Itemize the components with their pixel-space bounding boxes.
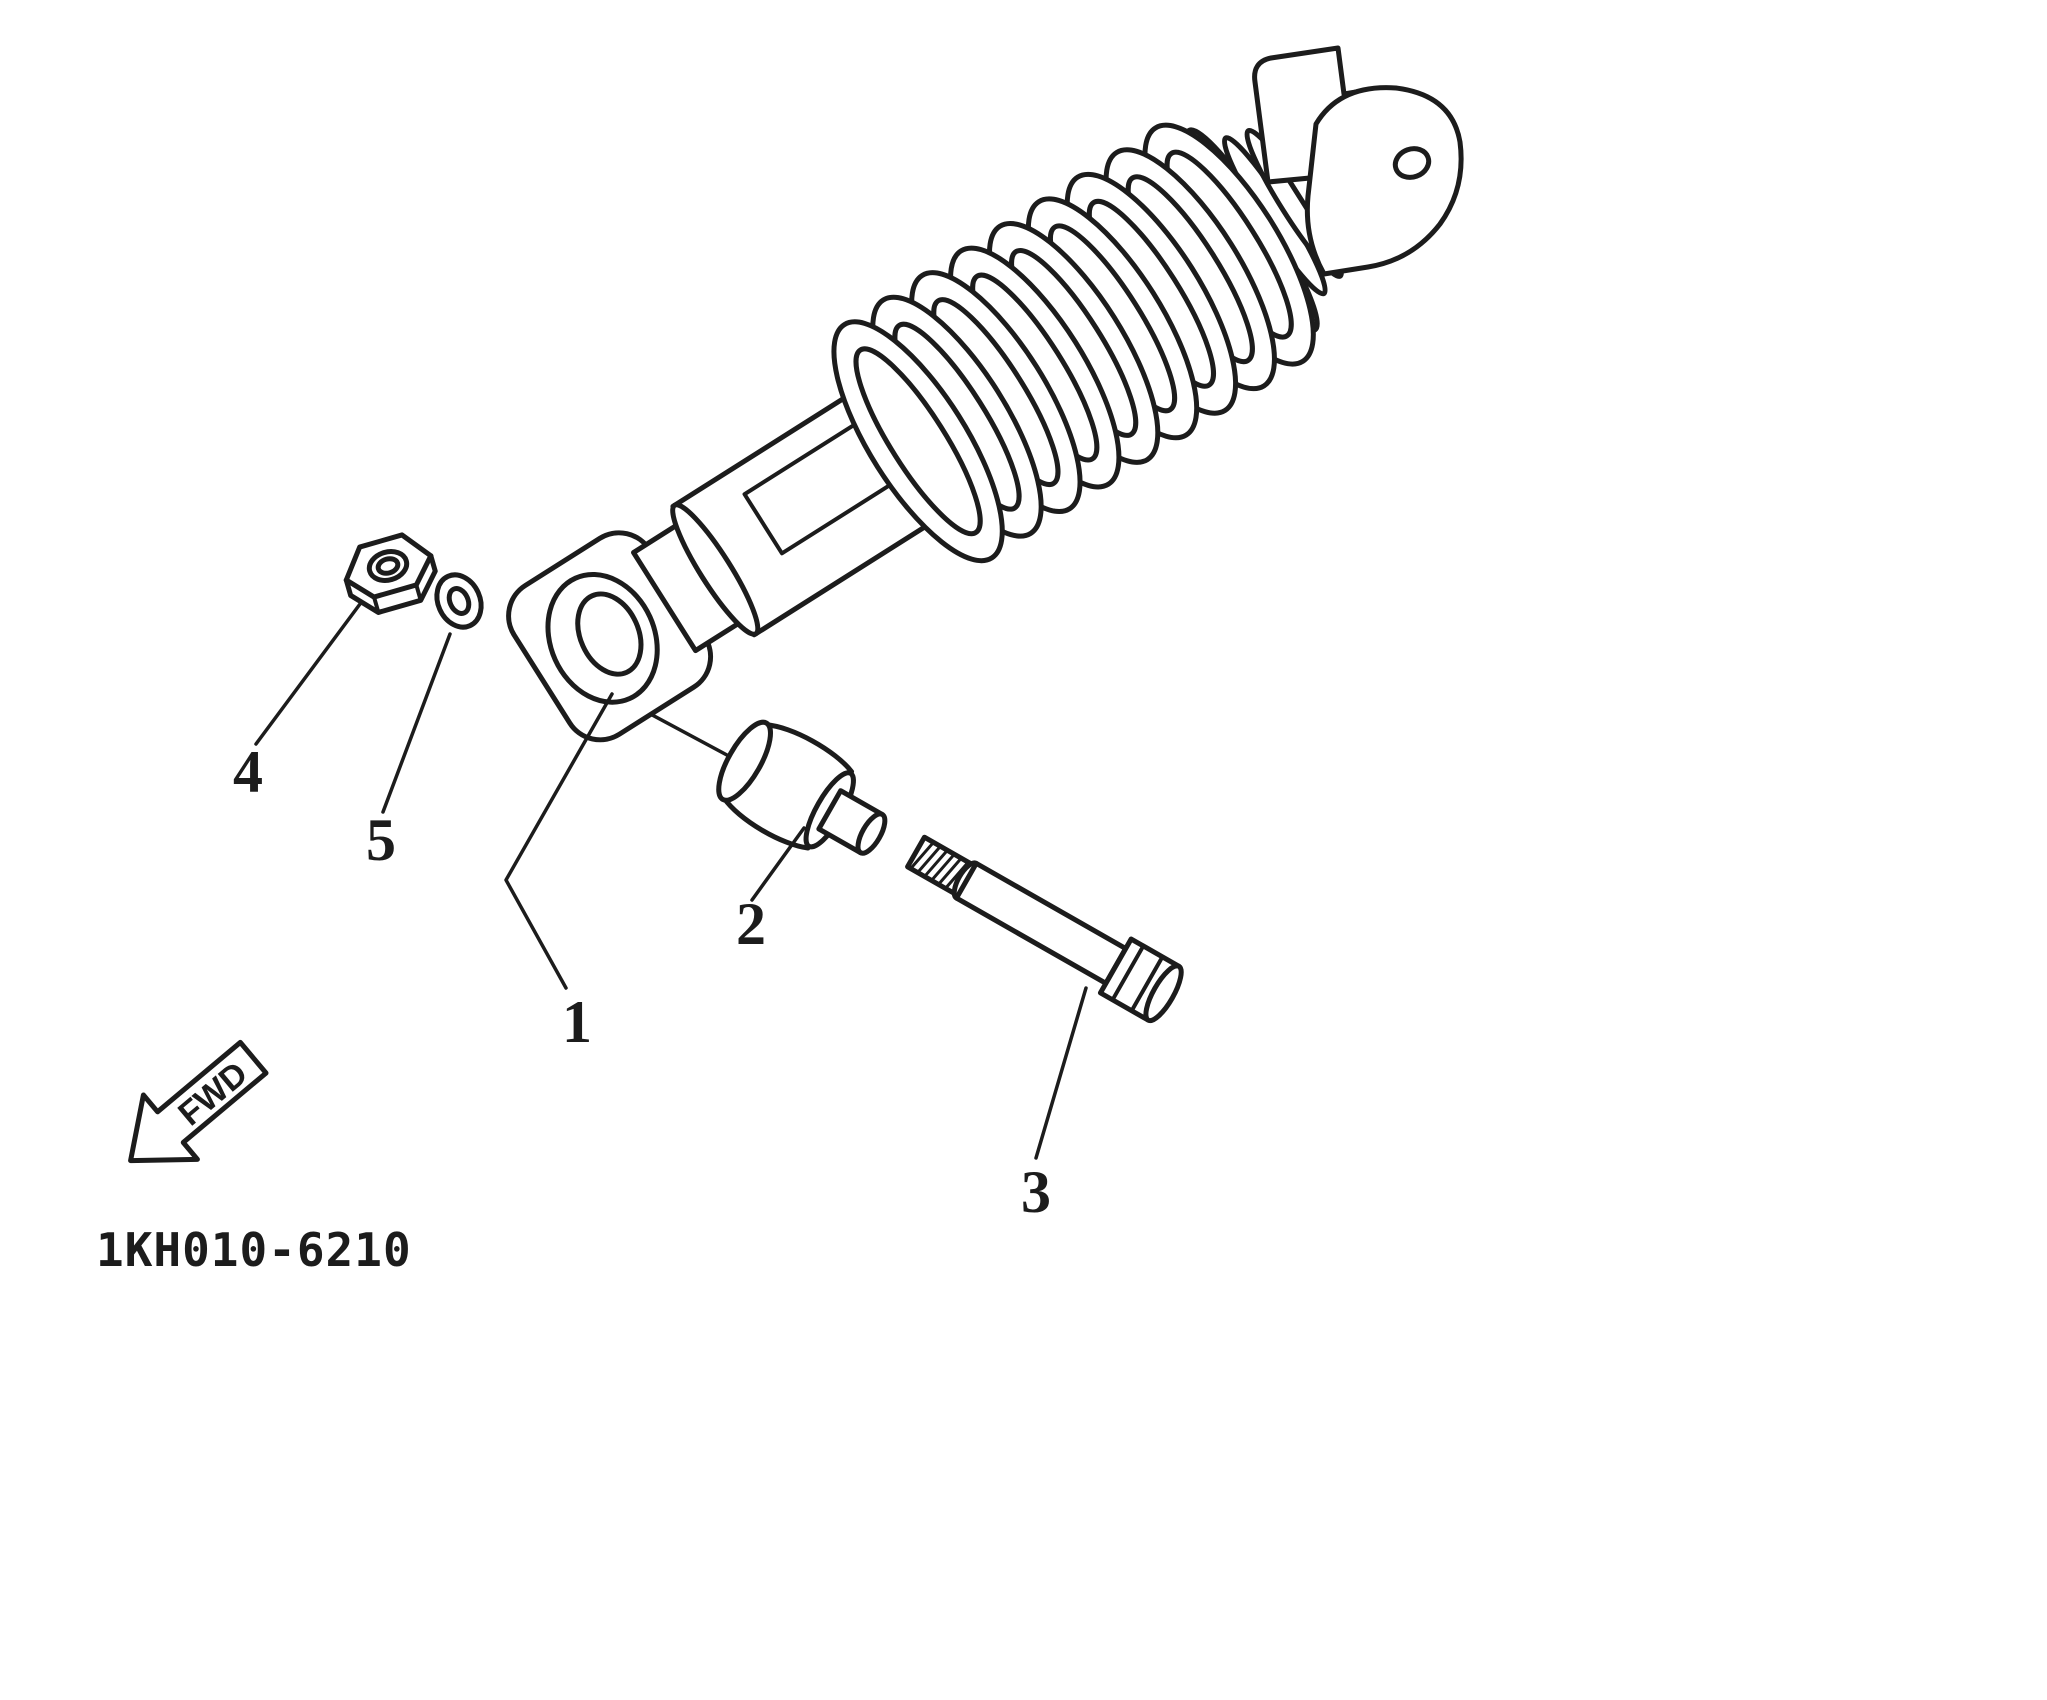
fwd-arrow: FWD bbox=[128, 1039, 269, 1164]
leader-line-1 bbox=[504, 692, 614, 990]
mounting-hole bbox=[1392, 146, 1432, 180]
callouts: 1 2 3 4 5 bbox=[233, 739, 1051, 1225]
callout-2: 2 bbox=[736, 891, 766, 957]
leader-line-2 bbox=[750, 826, 806, 902]
clevis-bracket bbox=[1252, 45, 1464, 277]
leader-line-4 bbox=[254, 602, 362, 746]
leader-line-3 bbox=[1034, 986, 1088, 1160]
clevis-front-plate bbox=[1304, 85, 1464, 277]
bolt-shaft bbox=[953, 860, 1129, 986]
callout-4: 4 bbox=[233, 739, 263, 805]
fwd-arrow-shape bbox=[128, 1039, 269, 1164]
hex-nut bbox=[343, 532, 438, 615]
callout-1: 1 bbox=[562, 989, 592, 1055]
callout-5: 5 bbox=[366, 807, 396, 873]
bolt bbox=[905, 834, 1184, 1024]
leader-line-5 bbox=[381, 632, 452, 814]
shock-absorber-drawing: FWD bbox=[128, 45, 1464, 1164]
bushing-collar bbox=[716, 719, 888, 856]
washer bbox=[434, 572, 484, 630]
coil-spring bbox=[831, 122, 1316, 564]
diagram-code: 1KH010-6210 bbox=[96, 1223, 412, 1277]
shock-absorber-assembly bbox=[506, 95, 1421, 743]
leader-lines bbox=[254, 602, 1088, 1160]
callout-3: 3 bbox=[1021, 1159, 1051, 1225]
